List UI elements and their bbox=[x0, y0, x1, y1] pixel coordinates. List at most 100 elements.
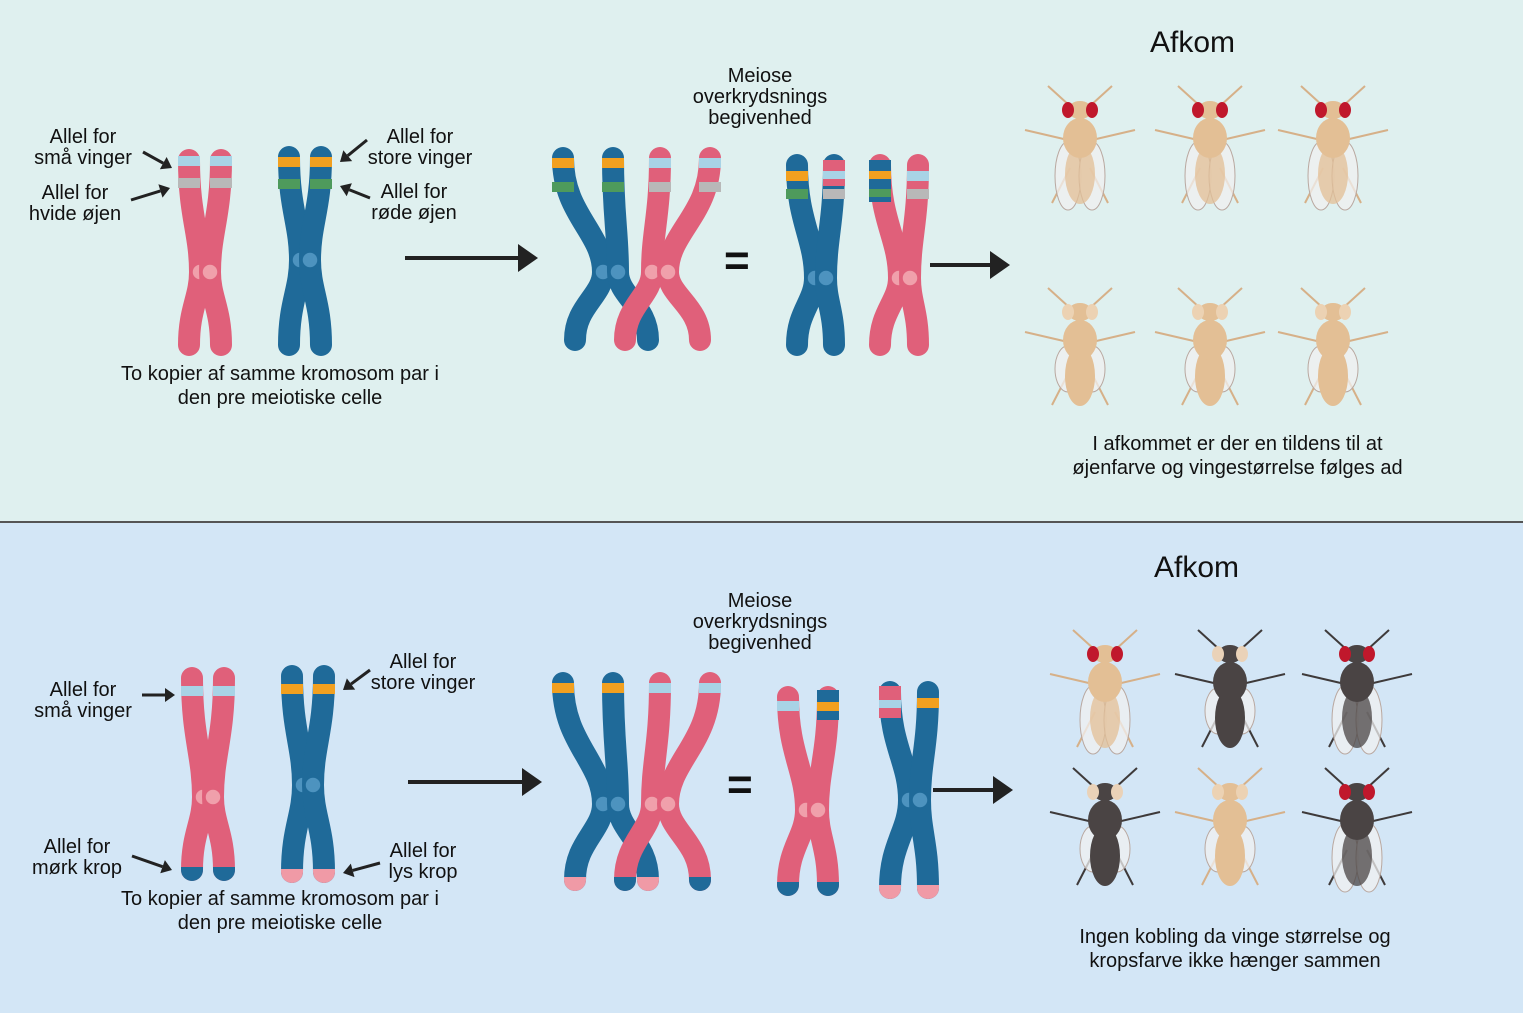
allele-band bbox=[823, 171, 845, 179]
fly-eye bbox=[1192, 102, 1204, 118]
fly-eye bbox=[1339, 646, 1351, 662]
fly-leg bbox=[1241, 811, 1286, 823]
fly-thorax bbox=[1340, 800, 1374, 840]
fruit-fly-icon bbox=[1301, 629, 1413, 755]
linked-genes-panel bbox=[0, 0, 1523, 521]
fly-thorax bbox=[1063, 118, 1097, 158]
allele-tip bbox=[689, 877, 711, 891]
fruit-fly-icon bbox=[1154, 85, 1266, 211]
chromatid bbox=[879, 681, 921, 899]
centromere bbox=[659, 795, 677, 813]
pointer-arrow bbox=[131, 854, 172, 874]
centromere bbox=[659, 263, 677, 281]
process-arrow bbox=[408, 768, 542, 796]
fly-eye bbox=[1111, 646, 1123, 662]
fruit-fly-icon bbox=[1024, 85, 1136, 211]
fly-leg bbox=[1116, 811, 1161, 823]
label-small-wings-allele: Allel for små vinger bbox=[34, 126, 132, 169]
parent-chromosome-blue bbox=[281, 665, 335, 883]
fly-abdomen bbox=[1342, 826, 1372, 886]
offspring-conclusion: I afkommet er der en tildens til at øjen… bbox=[1072, 433, 1403, 479]
fly-eye bbox=[1192, 304, 1204, 320]
chromatid bbox=[908, 681, 939, 899]
fly-leg bbox=[1277, 129, 1322, 141]
allele-tip bbox=[213, 867, 235, 881]
allele-tip bbox=[313, 869, 335, 883]
allele-band bbox=[786, 171, 808, 181]
offspring-conclusion: Ingen kobling da vinge størrelse og krop… bbox=[1079, 926, 1391, 972]
centromere bbox=[609, 263, 627, 281]
fly-eye bbox=[1315, 102, 1327, 118]
fly-thorax bbox=[1213, 800, 1247, 840]
pointer-arrow bbox=[130, 184, 170, 202]
pointer-arrow bbox=[343, 861, 381, 878]
fly-eye bbox=[1111, 784, 1123, 800]
fly-head bbox=[1068, 303, 1092, 321]
fly-leg bbox=[1116, 673, 1161, 685]
fly-thorax bbox=[1088, 662, 1122, 702]
crossover-chromosomes bbox=[552, 147, 721, 351]
fly-thorax bbox=[1193, 320, 1227, 360]
fruit-fly-icon bbox=[1049, 629, 1161, 755]
fly-head bbox=[1321, 101, 1345, 119]
fly-leg bbox=[1368, 811, 1413, 823]
fly-eye bbox=[1236, 784, 1248, 800]
fly-eye bbox=[1062, 304, 1074, 320]
fly-eye bbox=[1339, 784, 1351, 800]
allele-band bbox=[649, 158, 671, 168]
process-arrow bbox=[405, 244, 538, 272]
chromatid bbox=[656, 672, 721, 891]
fly-leg bbox=[1301, 673, 1346, 685]
crossover-caption: Meiose overkrydsnings begivenhed bbox=[692, 65, 828, 129]
fly-eye bbox=[1212, 646, 1224, 662]
pointer-arrow bbox=[142, 150, 172, 170]
centromere bbox=[304, 776, 322, 794]
allele-band bbox=[552, 683, 574, 693]
allele-band bbox=[178, 178, 200, 188]
allele-band bbox=[552, 182, 574, 192]
fly-abdomen bbox=[1090, 826, 1120, 886]
allele-band bbox=[777, 701, 799, 711]
allele-band bbox=[699, 158, 721, 168]
allele-band bbox=[281, 684, 303, 694]
crossover-chromosomes bbox=[552, 672, 721, 891]
fruit-fly-icon bbox=[1154, 287, 1266, 406]
fly-eye bbox=[1216, 102, 1228, 118]
fly-leg bbox=[1221, 331, 1266, 343]
allele-band bbox=[552, 158, 574, 168]
fly-abdomen bbox=[1065, 346, 1095, 406]
allele-band bbox=[907, 189, 929, 199]
offspring-title: Afkom bbox=[1154, 551, 1240, 584]
unlinked-genes-panel bbox=[0, 523, 1523, 1013]
parent-chromosome-pink bbox=[178, 149, 232, 356]
offspring-title: Afkom bbox=[1150, 26, 1236, 59]
fly-abdomen bbox=[1065, 144, 1095, 204]
allele-band bbox=[313, 684, 335, 694]
allele-band bbox=[879, 700, 901, 708]
fly-thorax bbox=[1193, 118, 1227, 158]
allele-band bbox=[278, 157, 300, 167]
fly-eye bbox=[1086, 102, 1098, 118]
fly-leg bbox=[1154, 129, 1199, 141]
allele-band bbox=[649, 683, 671, 693]
fly-leg bbox=[1344, 129, 1389, 141]
fly-abdomen bbox=[1195, 346, 1225, 406]
allele-band bbox=[210, 178, 232, 188]
fly-leg bbox=[1091, 331, 1136, 343]
fly-thorax bbox=[1213, 662, 1247, 702]
label-large-wings-allele: Allel for store vinger bbox=[367, 126, 473, 169]
allele-band bbox=[649, 182, 671, 192]
fly-eye bbox=[1315, 304, 1327, 320]
allele-band bbox=[907, 171, 929, 181]
label-dark-body-allele: Allel for mørk krop bbox=[32, 836, 122, 879]
fly-eye bbox=[1062, 102, 1074, 118]
chromatid bbox=[806, 686, 839, 896]
chromatid bbox=[614, 672, 671, 891]
label-large-wings-allele: Allel for store vinger bbox=[370, 651, 476, 694]
allele-tip bbox=[777, 882, 799, 896]
label-red-eyes-allele: Allel for røde øjen bbox=[371, 181, 457, 224]
fly-head bbox=[1093, 783, 1117, 801]
fly-eye bbox=[1087, 646, 1099, 662]
chromatid bbox=[552, 672, 615, 891]
